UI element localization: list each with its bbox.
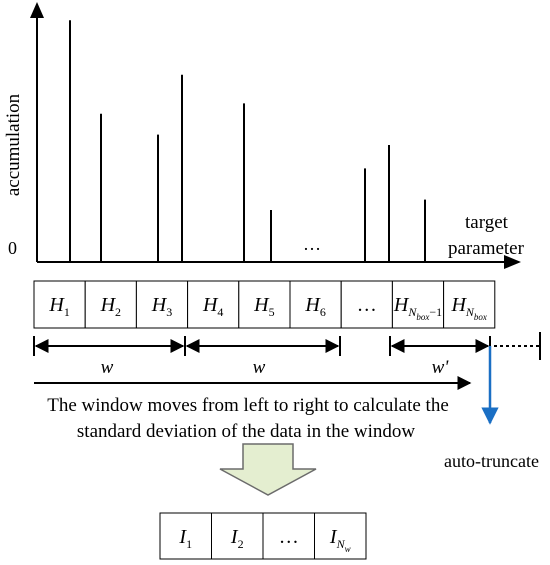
bin-label-6: H6 xyxy=(304,294,325,319)
caption-line2: standard deviation of the data in the wi… xyxy=(77,421,415,442)
bin-label-1: H1 xyxy=(48,294,69,319)
output-row: I1 I2 … INw xyxy=(159,512,367,560)
output-label-3: … xyxy=(279,526,299,548)
output-cell-4 xyxy=(314,512,367,560)
bin-cell-1 xyxy=(33,280,86,329)
down-block-arrow xyxy=(219,443,317,496)
y-axis-arrowhead xyxy=(30,2,44,18)
bin-cell-7 xyxy=(340,280,393,329)
bin-label-7: … xyxy=(357,294,377,316)
caption-line1: The window moves from left to right to c… xyxy=(47,395,449,416)
x-axis-ellipsis: … xyxy=(303,234,321,254)
x-axis-label-line2: parameter xyxy=(448,238,525,259)
truncate-label: auto-truncate xyxy=(444,451,539,471)
output-cell-1 xyxy=(159,512,212,560)
bin-cell-6 xyxy=(289,280,342,329)
bin-cell-8 xyxy=(391,280,445,329)
bin-label-4: H4 xyxy=(202,294,223,319)
output-cell-3 xyxy=(262,512,315,560)
bar-series xyxy=(69,20,426,262)
window-label-2: w xyxy=(253,357,266,378)
window-label-3: w' xyxy=(432,357,450,378)
window-markers: w w w' xyxy=(33,332,541,378)
origin-label: 0 xyxy=(8,238,17,258)
bin-label-9: HNbox xyxy=(450,294,486,322)
output-label-1: I1 xyxy=(178,526,192,551)
x-axis-arrowhead xyxy=(504,255,521,269)
window-label-1: w xyxy=(101,357,114,378)
bin-label-2: H2 xyxy=(100,294,121,319)
bin-cell-3 xyxy=(135,280,189,329)
output-cell-2 xyxy=(211,512,264,560)
bin-row: H1 H2 H3 H4 H5 H6 … HNbox−1 HNbox xyxy=(33,280,496,329)
y-axis-label: accumulation xyxy=(3,93,24,196)
x-axis-label-line1: target xyxy=(465,212,509,233)
output-label-4: INw xyxy=(329,526,351,554)
bin-cell-4 xyxy=(187,280,240,329)
bin-label-3: H3 xyxy=(151,294,172,319)
bin-label-5: H5 xyxy=(253,294,274,319)
bin-cell-9 xyxy=(443,280,496,329)
output-label-2: I2 xyxy=(230,526,244,551)
bin-label-8: HNbox−1 xyxy=(393,294,442,322)
